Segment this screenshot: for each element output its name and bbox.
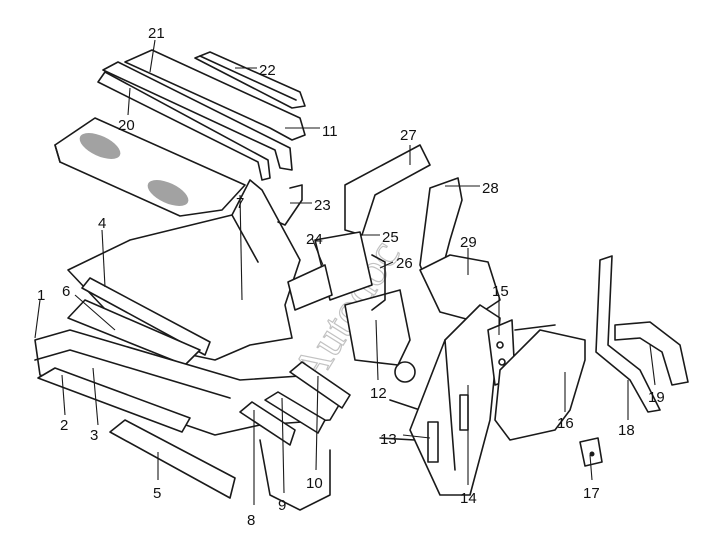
callout-numbers: 1 2 3 4 5 6 7 8 9 10 11 12 13 14 15 16 1… bbox=[37, 25, 665, 529]
quarter-panel-inner bbox=[494, 324, 586, 441]
callout-12: 12 bbox=[370, 385, 387, 402]
callout-2: 2 bbox=[60, 417, 68, 434]
c-pillar-inner bbox=[409, 304, 501, 496]
b-pillar-and-wheelhouse bbox=[419, 177, 501, 321]
callout-8: 8 bbox=[247, 512, 255, 529]
callout-15: 15 bbox=[492, 283, 509, 300]
cross-members-front bbox=[67, 277, 211, 366]
callout-7: 7 bbox=[236, 195, 244, 212]
callout-6: 6 bbox=[62, 283, 70, 300]
floor-panel bbox=[34, 329, 346, 499]
callout-11: 11 bbox=[322, 123, 338, 140]
floor-rails bbox=[239, 361, 421, 511]
callout-22: 22 bbox=[259, 62, 276, 79]
callout-4: 4 bbox=[98, 215, 106, 232]
callout-23: 23 bbox=[314, 197, 331, 214]
roof-rails bbox=[97, 49, 306, 181]
callout-27: 27 bbox=[400, 127, 417, 144]
callout-25: 25 bbox=[382, 229, 399, 246]
leader-lines bbox=[34, 39, 656, 505]
parcel-shelf bbox=[54, 117, 246, 217]
callout-19: 19 bbox=[648, 389, 665, 406]
callout-3: 3 bbox=[90, 427, 98, 444]
callout-5: 5 bbox=[153, 485, 161, 502]
callout-24: 24 bbox=[306, 231, 323, 248]
callout-26: 26 bbox=[396, 255, 413, 272]
callout-1: 1 bbox=[37, 287, 45, 304]
rear-upright bbox=[595, 255, 661, 413]
callout-16: 16 bbox=[557, 415, 574, 432]
callout-9: 9 bbox=[278, 497, 286, 514]
callout-14: 14 bbox=[460, 490, 477, 507]
callout-10: 10 bbox=[306, 475, 323, 492]
callout-13: 13 bbox=[380, 431, 397, 448]
wheel-arch-liner bbox=[614, 321, 689, 386]
callout-17: 17 bbox=[583, 485, 600, 502]
callout-29: 29 bbox=[460, 234, 477, 251]
callout-21: 21 bbox=[148, 25, 165, 42]
clip-part bbox=[579, 437, 603, 467]
callout-18: 18 bbox=[618, 422, 635, 439]
callout-20: 20 bbox=[118, 117, 135, 134]
callout-28: 28 bbox=[482, 180, 499, 197]
center-trim-parts bbox=[277, 144, 431, 383]
